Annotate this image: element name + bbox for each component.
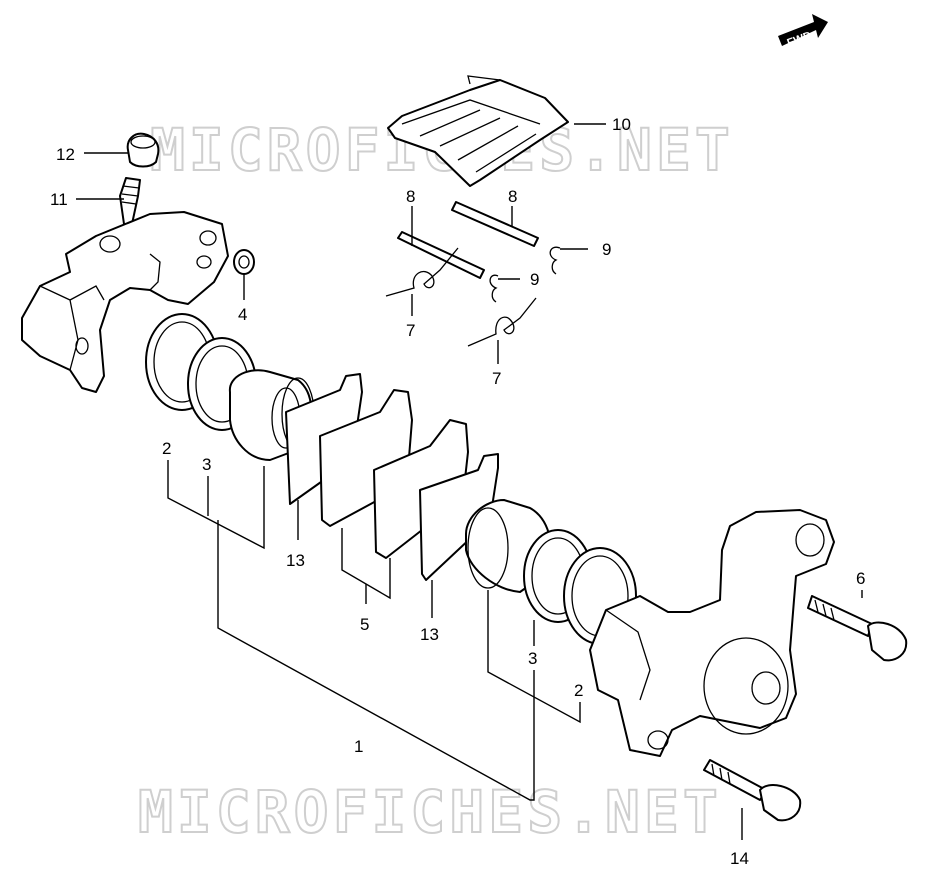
callout-1: 1 (354, 737, 363, 756)
bleeder-valve-part (119, 177, 141, 225)
watermark-bottom: MICROFICHES.NET (138, 778, 722, 846)
callout-5: 5 (360, 615, 369, 634)
pad-left (319, 389, 413, 527)
callout-9-upper: 9 (602, 240, 611, 259)
callout-10: 10 (612, 115, 631, 134)
callout-2-left: 2 (162, 439, 171, 458)
spring-7-right (467, 297, 537, 347)
washer-part (233, 249, 255, 275)
shim-right (419, 453, 499, 581)
callout-3-left: 3 (202, 455, 211, 474)
fwd-arrow-icon: FWD (778, 14, 828, 49)
bleeder-cap-part (126, 132, 160, 168)
caliper-half-left (21, 211, 229, 393)
spring-7-left (385, 247, 459, 297)
bolt-6-part (807, 595, 908, 662)
callout-13-left: 13 (286, 551, 305, 570)
leader-lines (76, 123, 863, 840)
callout-2-right: 2 (574, 681, 583, 700)
callout-8-left: 8 (406, 187, 415, 206)
pad-cover-part (387, 75, 569, 187)
callout-3-right: 3 (528, 649, 537, 668)
callout-11: 11 (50, 190, 68, 209)
callout-7-left: 7 (406, 321, 415, 340)
callout-7-right: 7 (492, 369, 501, 388)
callout-6: 6 (856, 569, 865, 588)
callout-12: 12 (56, 145, 75, 164)
bolt-14-part (703, 759, 802, 822)
clip-9-upper (549, 246, 561, 275)
callout-14: 14 (730, 849, 749, 868)
pin-8-right (451, 201, 539, 247)
clip-9-lower (489, 274, 499, 303)
callout-8-right: 8 (508, 187, 517, 206)
caliper-half-right (589, 509, 835, 757)
callout-9-lower: 9 (530, 270, 539, 289)
callout-labels: 12 11 4 10 8 8 9 9 7 7 2 3 13 5 13 3 2 1… (50, 115, 865, 868)
callout-4: 4 (238, 305, 247, 324)
callout-13-right: 13 (420, 625, 439, 644)
pin-8-left (397, 231, 485, 279)
